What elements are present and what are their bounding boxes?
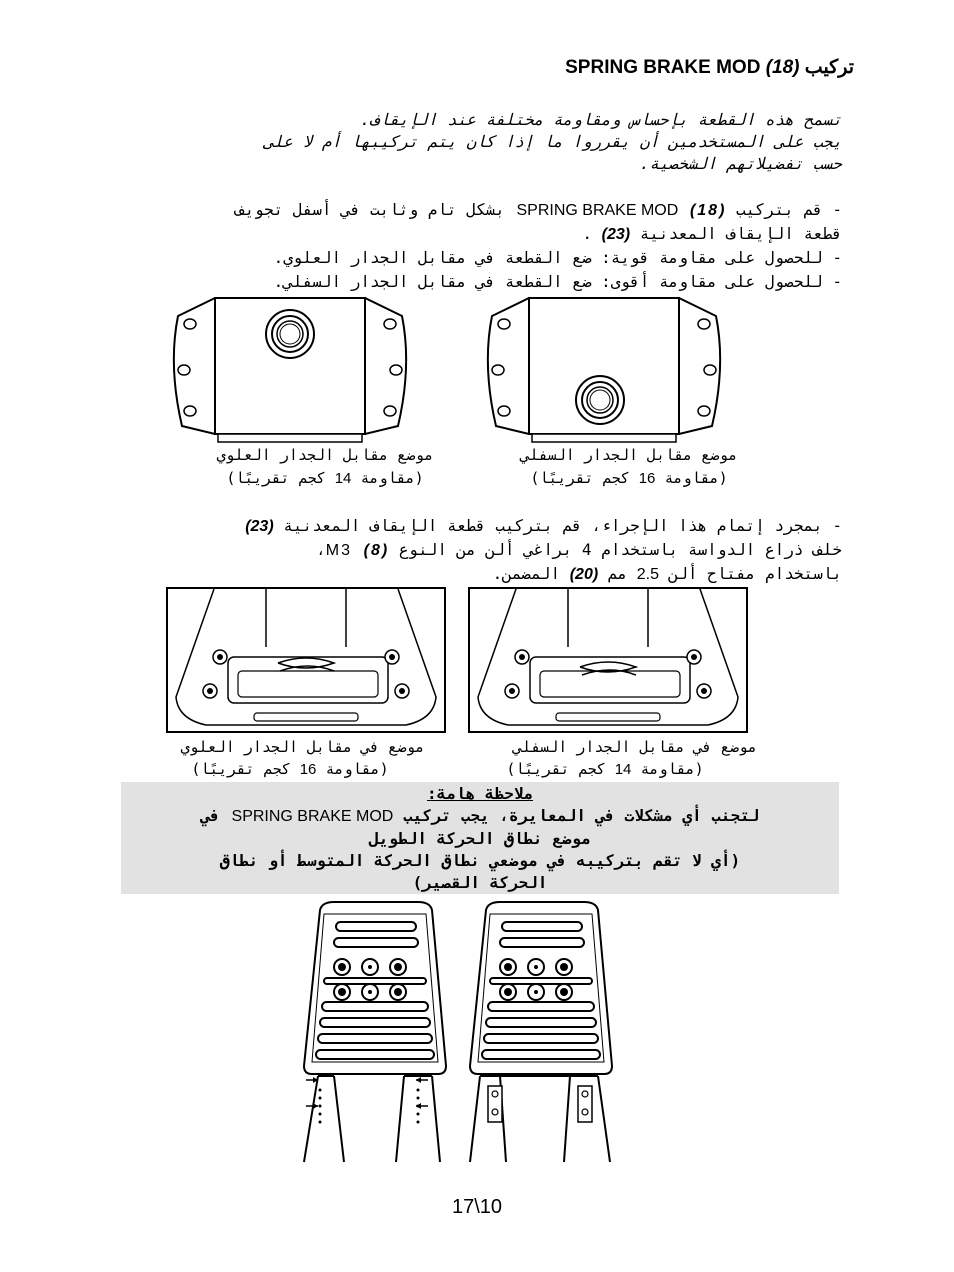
title-word: تركيب <box>804 57 854 78</box>
spring-installed-lower-figure <box>468 587 748 733</box>
step2-line-b: خلف ذراع الدواسة باستخدام 4 براغي ألن من… <box>130 540 842 560</box>
step2-b-pre: خلف ذراع الدواسة باستخدام 4 براغي ألن من… <box>398 540 842 559</box>
note-line-4: الحركة القصير) <box>412 873 548 892</box>
step2-c-mm: مم <box>607 564 628 583</box>
important-note-box: ملاحظة هامة: لتجنب أي مشكلات في المعايرة… <box>121 782 839 894</box>
fig2-right-cap-b: كجم تقريبًا) <box>506 760 606 778</box>
fig2-right-caption-1: موضع في مقابل الجدار السفلي <box>513 738 757 756</box>
note-l1-pre: لتجنب أي مشكلات في المعايرة، يجب تركيب <box>402 806 760 825</box>
fig2-right-caption-2: (مقاومة 14 كجم تقريبًا) <box>455 760 755 778</box>
fig1-left-caption-2: (مقاومة 14 كجم تقريبًا) <box>175 469 475 487</box>
step2-c-post: المضمن. <box>492 564 561 583</box>
step2-line-c: باستخدام مفتاح ألن 2.5 مم (20) المضمن. <box>130 564 842 584</box>
fig1-right-cap-a: (مقاومة <box>664 469 728 487</box>
step1-a-post: بشكل تام وثابت في أسفل تجويف <box>235 200 505 219</box>
step1-a-model: SPRING BRAKE MOD <box>516 202 679 219</box>
step2-a-pre: - بمجرد إتمام هذا الإجراء، قم بتركيب قطع… <box>283 516 842 535</box>
fig2-left-cap-a: (مقاومة <box>325 760 389 778</box>
fig2-left-cap-b: كجم تقريبًا) <box>191 760 291 778</box>
note-line-3: (أي لا تقم بتركيبه في موضعي نطاق الحركة … <box>219 851 741 870</box>
step1-line-d: - للحصول على مقاومة أقوى: ضع القطعة في م… <box>273 272 842 291</box>
step1-b-post: . <box>582 224 592 243</box>
note-line-1: لتجنب أي مشكلات في المعايرة، يجب تركيب S… <box>121 806 839 826</box>
step1-b-pre: قطعة الإيقاف المعدنية <box>639 224 842 243</box>
intro-line-1: تسمح هذه القطعة بإحساس ومقاومة مختلفة عن… <box>360 110 842 129</box>
step2-line-a: - بمجرد إتمام هذا الإجراء، قم بتركيب قطع… <box>130 516 842 536</box>
step2-a-num: (23) <box>245 518 274 535</box>
fig1-right-caption-1: موضع مقابل الجدار السفلي <box>520 446 738 464</box>
fig2-left-caption-1: موضع في مقابل الجدار العلوي <box>180 738 425 756</box>
step2-c-size: 2.5 <box>636 566 659 583</box>
fig1-left-cap-a: (مقاومة <box>360 469 424 487</box>
fig1-left-caption-1: موضع مقابل الجدار العلوي <box>216 446 434 464</box>
step1-a-pre: - قم بتركيب <box>736 200 842 219</box>
fig1-right-cap-b: كجم تقريبًا) <box>530 469 630 487</box>
fig2-left-caption-2: (مقاومة 16 كجم تقريبًا) <box>140 760 440 778</box>
fig2-left-num: 16 <box>299 761 317 778</box>
note-heading: ملاحظة هامة: <box>427 784 533 803</box>
step1-line-b: قطعة الإيقاف المعدنية (23) . <box>130 224 842 244</box>
note-line-2: موضع نطاق الحركة الطويل <box>369 829 591 848</box>
fig1-right-num: 16 <box>638 470 656 487</box>
intro-line-2: يجب على المستخدمين أن يقرروا ما إذا كان … <box>264 132 842 151</box>
title-part-number: (18) <box>765 57 800 78</box>
fig2-right-num: 14 <box>614 761 632 778</box>
pedal-installed-figure <box>468 901 614 1163</box>
step2-c-pre: باستخدام مفتاح ألن <box>668 564 842 583</box>
fig1-left-num: 14 <box>334 470 352 487</box>
brake-plate-upper-figure <box>172 297 408 443</box>
spring-installed-upper-figure <box>166 587 446 733</box>
step1-a-num: (18) <box>689 202 727 219</box>
title-model: SPRING BRAKE MOD <box>565 57 761 78</box>
page-title: تركيب SPRING BRAKE MOD (18) <box>565 56 854 79</box>
brake-plate-lower-figure <box>486 297 722 443</box>
fig1-right-caption-2: (مقاومة 16 كجم تقريبًا) <box>484 469 774 487</box>
fig2-right-cap-a: (مقاومة <box>640 760 704 778</box>
step1-line-c: - للحصول على مقاومة قوية: ضع القطعة في م… <box>273 248 842 267</box>
note-l1-post: في <box>200 806 220 825</box>
step2-b-num: (8) <box>363 542 390 559</box>
step1-line-a: - قم بتركيب SPRING BRAKE MOD (18) بشكل ت… <box>130 200 842 220</box>
page-number: 17\10 <box>451 1196 503 1218</box>
step2-b-m3: M3 <box>325 542 353 559</box>
intro-line-3: حسب تفضيلاتهم الشخصية. <box>639 154 842 173</box>
step1-b-num: (23) <box>601 226 631 243</box>
step2-c-num: (20) <box>569 566 599 583</box>
note-l1-model: SPRING BRAKE MOD <box>231 808 394 825</box>
pedal-long-travel-figure <box>302 901 448 1163</box>
fig1-left-cap-b: كجم تقريبًا) <box>226 469 326 487</box>
step2-b-post: ، <box>316 540 326 559</box>
